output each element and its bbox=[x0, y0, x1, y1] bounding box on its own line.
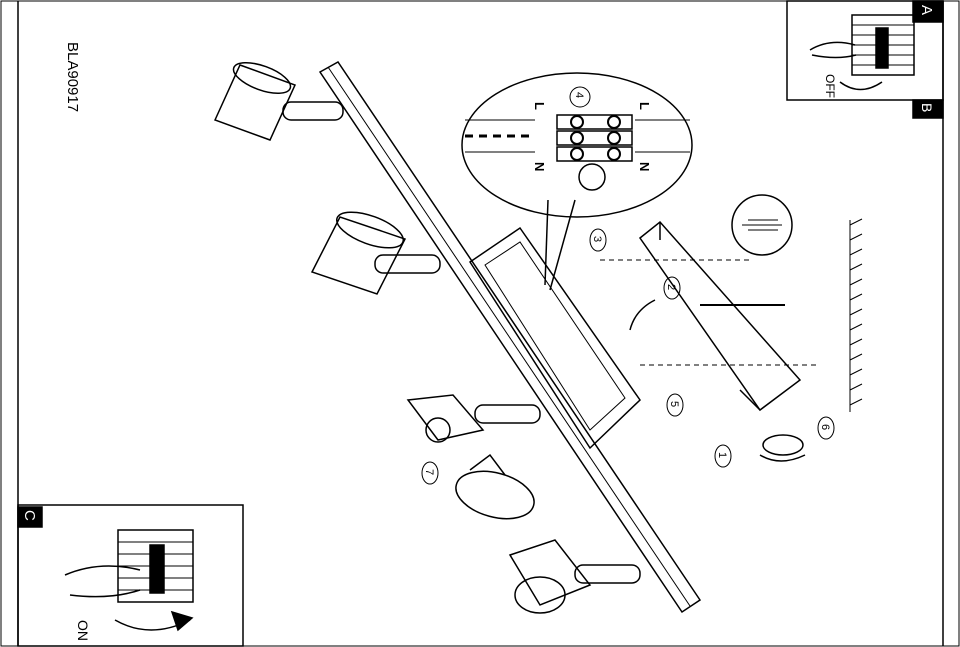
hand-icon bbox=[64, 565, 141, 598]
terminal-l-right: L bbox=[637, 102, 652, 110]
spotlight-1 bbox=[213, 62, 344, 141]
wall-hatch bbox=[849, 218, 863, 412]
panel-a: A OFF bbox=[786, 0, 944, 101]
terminal-n-left: N bbox=[532, 162, 547, 171]
cable-icon bbox=[629, 299, 656, 331]
panel-a-badge bbox=[912, 0, 944, 23]
light-rail bbox=[318, 61, 702, 614]
hand-icon bbox=[809, 41, 857, 59]
ground-icon bbox=[578, 163, 606, 191]
panel-a-off-text: OFF bbox=[823, 74, 837, 98]
canopy-plate bbox=[468, 226, 641, 450]
model-code: BLA90917 bbox=[64, 42, 81, 112]
panel-a-label: A bbox=[918, 5, 935, 15]
ceiling-bracket bbox=[638, 220, 802, 412]
spotlight-2 bbox=[310, 211, 441, 295]
terminal-n-right: N bbox=[637, 162, 652, 171]
step-4-label: 4 bbox=[573, 92, 585, 98]
spotlight-3 bbox=[406, 394, 541, 443]
step-badges bbox=[421, 228, 835, 485]
rotate-arrow-icon bbox=[839, 81, 883, 91]
step-6-label: 6 bbox=[819, 424, 831, 430]
ceiling-rose bbox=[759, 434, 806, 462]
step-5-label: 5 bbox=[668, 401, 680, 407]
panel-c-badge bbox=[17, 506, 43, 528]
step-4-badge bbox=[569, 86, 591, 108]
panel-c: C ON bbox=[17, 504, 244, 647]
step-1-label: 1 bbox=[716, 452, 728, 458]
step-7-label: 7 bbox=[423, 469, 435, 475]
wiring-callout: 4 L N L N bbox=[461, 72, 693, 291]
panel-c-on-text: ON bbox=[75, 620, 91, 641]
dowel-callout bbox=[731, 194, 793, 256]
step-2-label: 2 bbox=[665, 284, 677, 290]
gu10-bulb bbox=[455, 453, 535, 520]
step-3-label: 3 bbox=[591, 236, 603, 242]
panel-c-label: C bbox=[21, 510, 38, 521]
panel-b-label: B bbox=[919, 103, 935, 112]
spotlight-4 bbox=[508, 539, 641, 614]
panel-b-badge bbox=[912, 99, 944, 119]
terminal-l-left: L bbox=[532, 102, 547, 110]
